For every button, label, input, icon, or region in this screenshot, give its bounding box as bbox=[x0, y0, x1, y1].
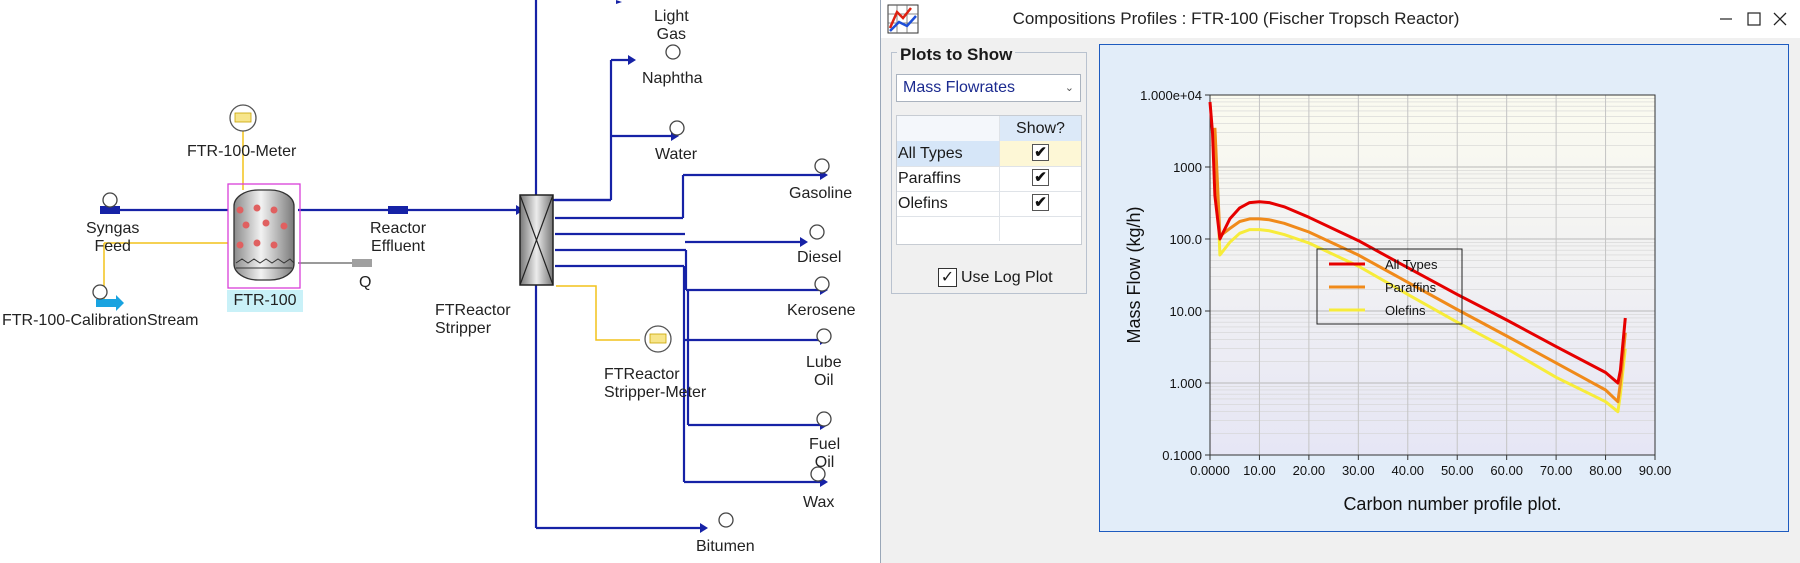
x-tick-label: 60.00 bbox=[1490, 463, 1523, 478]
chart-title: Carbon number profile plot. bbox=[1343, 494, 1561, 514]
row-label: Paraffins bbox=[897, 166, 1000, 191]
stream-label-reactor-effluent[interactable]: Reactor Effluent bbox=[370, 220, 427, 255]
stream-label-fuel-oil[interactable]: Fuel Oil bbox=[809, 436, 841, 471]
y-axis-label: Mass Flow (kg/h) bbox=[1124, 206, 1144, 343]
composition-chart: 0.0000 10.00 20.00 30.00 40.00 50.00 60.00 70.0… bbox=[1124, 88, 1672, 514]
unit-label-reactor[interactable]: FTR-100 bbox=[227, 290, 303, 312]
use-log-plot-checkbox[interactable]: ✓ bbox=[938, 268, 957, 288]
plot-area bbox=[1210, 95, 1655, 455]
stream-label-wax[interactable]: Wax bbox=[803, 494, 835, 511]
y-tick-label: 1000 bbox=[1173, 160, 1202, 175]
y-tick-label: 10.00 bbox=[1169, 304, 1202, 319]
stream-label-q[interactable]: Q bbox=[359, 274, 372, 291]
chevron-down-icon: ⌄ bbox=[1064, 82, 1074, 94]
grid-row-all-types[interactable]: All Types ✔ bbox=[897, 141, 1081, 167]
x-tick-label: 90.00 bbox=[1639, 463, 1672, 478]
use-log-plot-label: Use Log Plot bbox=[961, 269, 1053, 286]
series-line-olefins bbox=[1213, 130, 1627, 414]
row-label: Olefins bbox=[897, 191, 1000, 216]
stream-label-water[interactable]: Water bbox=[655, 146, 698, 163]
stream-label-kerosene[interactable]: Kerosene bbox=[787, 302, 856, 319]
use-log-plot-toggle[interactable]: ✓Use Log Plot bbox=[938, 268, 1053, 288]
y-tick-label: 1.000e+04 bbox=[1140, 88, 1202, 103]
unit-label-meter[interactable]: FTR-100-Meter bbox=[187, 143, 297, 160]
stream-label-naphtha[interactable]: Naphtha bbox=[642, 70, 703, 87]
stream-label-light-gas[interactable]: Light Gas bbox=[654, 8, 689, 43]
window-title: Compositions Profiles : FTR-100 (Fischer… bbox=[1012, 9, 1460, 28]
minimize-icon bbox=[1720, 18, 1732, 20]
stream-label-lube-oil[interactable]: Lube Oil bbox=[806, 354, 842, 389]
row-label: All Types bbox=[897, 141, 1000, 166]
x-tick-label: 30.00 bbox=[1342, 463, 1375, 478]
stream-label-syngas-feed[interactable]: Syngas Feed bbox=[86, 220, 140, 255]
close-icon bbox=[1773, 12, 1787, 26]
stream-label-gasoline[interactable]: Gasoline bbox=[789, 185, 853, 202]
x-tick-label: 80.00 bbox=[1589, 463, 1622, 478]
x-tick-label: 40.00 bbox=[1392, 463, 1425, 478]
series-line-paraffins bbox=[1213, 127, 1627, 404]
chart-panel[interactable]: 0.0000 10.00 20.00 30.00 40.00 50.00 60.00 70.0… bbox=[1099, 44, 1789, 532]
stream-label-diesel[interactable]: Diesel bbox=[797, 249, 842, 266]
x-tick-label: 70.00 bbox=[1540, 463, 1573, 478]
plot-frame bbox=[1209, 94, 1656, 456]
grid-row-paraffins[interactable]: Paraffins ✔ bbox=[897, 166, 1081, 192]
compositions-profiles-window: Compositions Profiles : FTR-100 (Fischer… bbox=[880, 0, 1800, 563]
meter-icon bbox=[229, 104, 672, 353]
y-tick-label: 100.0 bbox=[1169, 232, 1202, 247]
unit-label-stripper[interactable]: FTReactor Stripper bbox=[435, 302, 511, 337]
show-checkbox-paraffins[interactable]: ✔ bbox=[1032, 169, 1049, 187]
unit-label-stripper-meter[interactable]: FTReactor Stripper-Meter bbox=[604, 366, 707, 401]
legend-label: Paraffins bbox=[1385, 280, 1437, 295]
title-bar[interactable]: Compositions Profiles : FTR-100 (Fischer… bbox=[881, 0, 1800, 38]
x-tick-label: 10.00 bbox=[1243, 463, 1276, 478]
show-column-header: Show? bbox=[1000, 116, 1081, 141]
x-tick-label: 20.00 bbox=[1293, 463, 1326, 478]
maximize-button[interactable] bbox=[1731, 0, 1777, 38]
show-checkbox-olefins[interactable]: ✔ bbox=[1032, 194, 1049, 212]
legend-label: Olefins bbox=[1385, 303, 1426, 318]
stream-label-bitumen[interactable]: Bitumen bbox=[696, 538, 755, 555]
legend-label: All Types bbox=[1385, 257, 1438, 272]
maximize-icon bbox=[1747, 12, 1761, 26]
flowsheet-drawing bbox=[92, 0, 832, 533]
show-grid: Show? All Types ✔ Paraffins ✔ Olefins ✔ bbox=[896, 115, 1082, 245]
legend-box bbox=[1316, 248, 1463, 325]
show-checkbox-all-types[interactable]: ✔ bbox=[1032, 144, 1049, 162]
y-tick-label: 1.000 bbox=[1169, 376, 1202, 391]
x-tick-label: 0.0000 bbox=[1190, 463, 1230, 478]
close-button[interactable] bbox=[1757, 0, 1800, 38]
app-icon bbox=[887, 4, 919, 34]
flowsheet-canvas[interactable]: Light Gas Naphtha Water Gasoline Diesel … bbox=[0, 0, 880, 563]
grid-header-row: Show? bbox=[897, 116, 1081, 142]
grid-row-empty bbox=[897, 216, 1081, 241]
plot-type-select[interactable]: Mass Flowrates ⌄ bbox=[896, 74, 1081, 102]
stream-label-calibration[interactable]: FTR-100-CalibrationStream bbox=[2, 312, 199, 329]
minimize-button[interactable] bbox=[1703, 0, 1749, 38]
grid-row-olefins[interactable]: Olefins ✔ bbox=[897, 191, 1081, 217]
plot-type-value: Mass Flowrates bbox=[903, 79, 1016, 96]
series-line-all-types bbox=[1208, 101, 1627, 385]
x-tick-label: 50.00 bbox=[1441, 463, 1474, 478]
y-tick-label: 0.1000 bbox=[1162, 448, 1202, 463]
plots-to-show-label: Plots to Show bbox=[897, 45, 1016, 65]
